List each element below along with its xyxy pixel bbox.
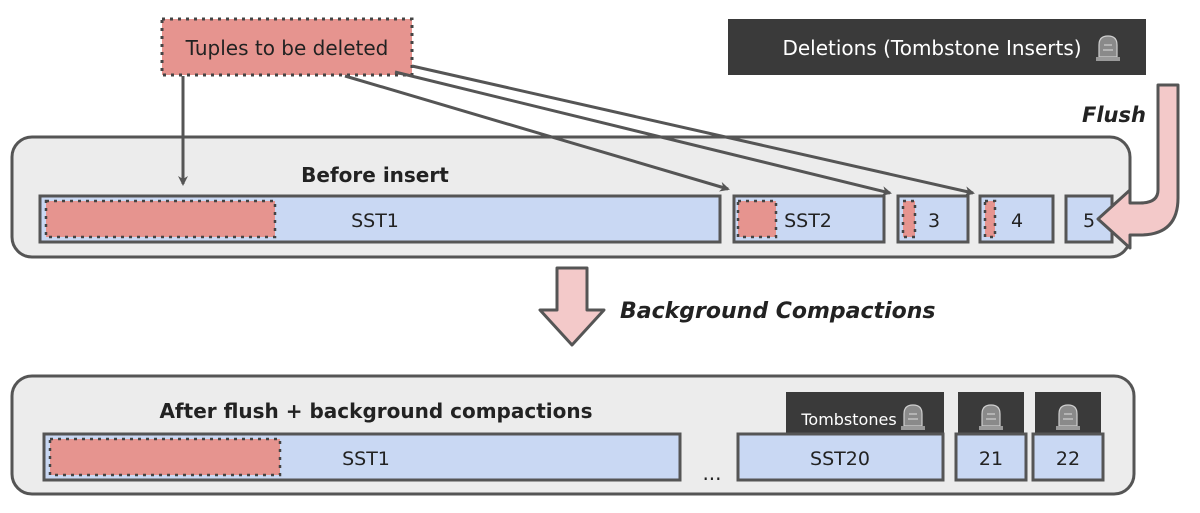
tuples-to-be-deleted-label: Tuples to be deleted [185, 36, 389, 60]
flush-label: Flush [1082, 103, 1146, 127]
after-sst1-label: SST1 [342, 448, 390, 470]
delete-target-arrows [178, 64, 975, 197]
after-sst20: SST20 [736, 432, 945, 482]
tombstones-label: Tombstones [800, 410, 896, 429]
arrow-to-sst3 [394, 70, 892, 196]
before-sst4-label: 4 [1011, 210, 1023, 232]
before-sst2-label: SST2 [784, 210, 832, 232]
deletions-label-box: Deletions (Tombstone Inserts) [728, 19, 1146, 75]
after-sst1: SST1 [42, 432, 682, 482]
tombstone-icon [1055, 404, 1081, 431]
tuples-to-be-deleted-box: Tuples to be deleted [160, 17, 414, 77]
before-sst5-label: 5 [1083, 210, 1095, 232]
after-sst22-header [1035, 392, 1101, 434]
ellipsis: ... [702, 461, 721, 485]
before-sst1: SST1 [38, 194, 722, 244]
after-panel-title: After flush + background compactions [159, 399, 592, 423]
after-sst21: 21 [954, 432, 1028, 482]
tombstone-icon [978, 404, 1004, 431]
before-sst1-label: SST1 [351, 210, 399, 232]
after-sst21-label: 21 [979, 448, 1003, 470]
after-sst22-label: 22 [1056, 448, 1080, 470]
tombstone-icon [900, 404, 926, 431]
tombstone-icon [1095, 35, 1121, 62]
before-sst2: SST2 [732, 194, 886, 244]
before-sst4: 4 [978, 194, 1055, 244]
arrow-to-sst2 [344, 74, 730, 192]
after-sst20-label: SST20 [810, 448, 870, 470]
before-sst3-label: 3 [928, 210, 940, 232]
after-sst21-header [958, 392, 1024, 434]
before-insert-title: Before insert [301, 163, 449, 187]
deletions-label: Deletions (Tombstone Inserts) [782, 36, 1081, 60]
flush-arrow [1096, 83, 1180, 250]
compaction-arrow [538, 266, 606, 347]
arrow-to-sst4 [411, 64, 975, 197]
background-compactions-label: Background Compactions [620, 299, 935, 324]
after-sst22: 22 [1031, 432, 1105, 482]
before-sst3: 3 [896, 194, 970, 244]
tombstones-header: Tombstones [786, 392, 944, 434]
